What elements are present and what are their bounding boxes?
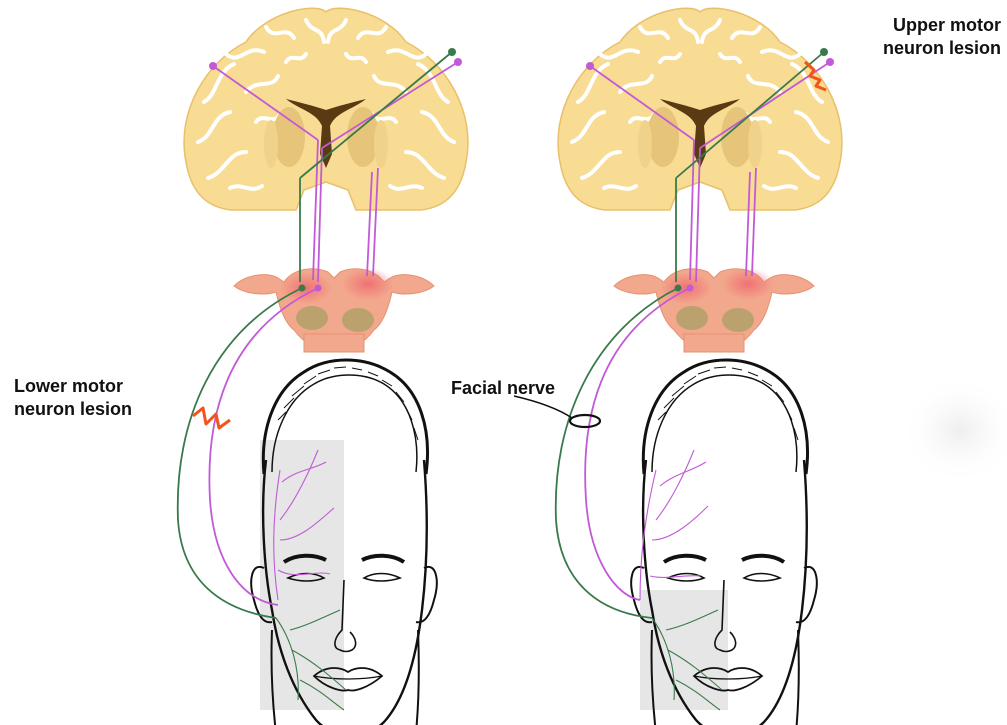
lmn-spinal-cord <box>234 268 434 352</box>
upper-motor-neuron-lesion-label: Upper motor neuron lesion <box>883 14 1001 60</box>
lmn-purple-synapse <box>315 285 322 292</box>
lmn-neuron-right <box>454 58 462 66</box>
facial-nerve-label: Facial nerve <box>451 377 555 400</box>
lmn-panel <box>178 8 468 725</box>
background-glow <box>900 375 1007 485</box>
lower-motor-label-line2: neuron lesion <box>14 398 132 421</box>
lower-motor-label-line1: Lower motor <box>14 375 132 398</box>
upper-motor-label-line1: Upper motor <box>883 14 1001 37</box>
umn-green-synapse <box>675 285 682 292</box>
lmn-green-synapse <box>299 285 306 292</box>
upper-motor-label-line2: neuron lesion <box>883 37 1001 60</box>
facial-nerve-ring <box>570 415 600 427</box>
lmn-lesion-icon <box>193 408 230 428</box>
lower-motor-neuron-lesion-label: Lower motor neuron lesion <box>14 375 132 421</box>
lmn-green-neuron <box>448 48 456 56</box>
umn-brain <box>558 8 842 210</box>
umn-panel <box>514 8 842 725</box>
umn-purple-synapse <box>687 285 694 292</box>
umn-neuron-left <box>586 62 594 70</box>
umn-neuron-right <box>826 58 834 66</box>
umn-green-neuron <box>820 48 828 56</box>
facial-nerve-label-text: Facial nerve <box>451 377 555 400</box>
lmn-neuron-left <box>209 62 217 70</box>
umn-purple-branches <box>640 450 708 600</box>
lmn-brain <box>184 8 468 210</box>
